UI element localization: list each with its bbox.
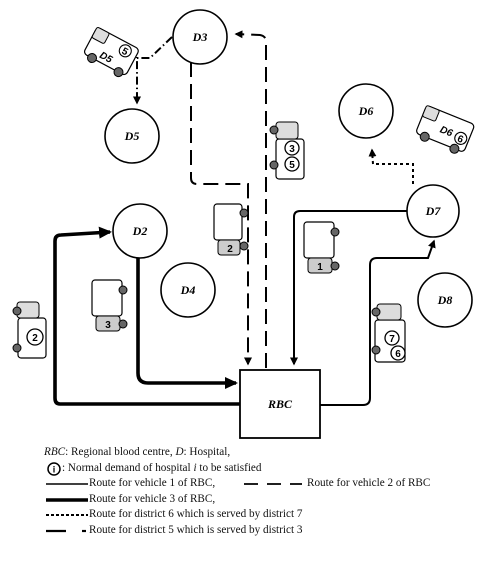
truck-3-label: 3: [105, 320, 111, 331]
truck-demand-3-label: 3: [289, 144, 295, 155]
legend-route-4: Route for district 6 which is served by …: [89, 507, 302, 523]
route-district-5: [137, 37, 172, 103]
truck-demand-7-label: 7: [389, 334, 395, 345]
legend-long-dash-icon: [244, 480, 302, 488]
legend-demand-text-2: to be satisfied: [197, 462, 262, 474]
legend-route-3: Route for vehicle 3 of RBC,: [89, 492, 215, 508]
legend-route-5-row: Route for district 5 which is served by …: [44, 523, 494, 539]
truck-1-label: 1: [317, 262, 323, 273]
node-d6: D6: [339, 84, 393, 138]
demand-circle-letter: i: [53, 464, 56, 474]
truck-demand-6-label: 6: [395, 349, 401, 360]
distribution-network-diagram: D3 D5 D6 D7 D2 D4 D8 RBC 2: [0, 0, 499, 445]
node-d4: D4: [161, 263, 215, 317]
legend-rbc-abbr: RBC: [44, 446, 65, 458]
route-vehicle-3: [55, 232, 240, 404]
legend-route-5: Route for district 5 which is served by …: [89, 523, 302, 539]
legend-route-4-row: Route for district 6 which is served by …: [44, 507, 494, 523]
legend-short-dash-icon: [46, 511, 88, 519]
truck-2-icon: 2: [214, 204, 248, 255]
node-rbc: RBC: [240, 370, 320, 438]
van-d6-icon: D6 6: [414, 105, 475, 156]
legend-rbc-def: : Regional blood centre,: [65, 446, 175, 458]
truck-1-icon: 1: [304, 222, 339, 273]
legend-dash-dot-icon: [46, 527, 88, 535]
truck-demand-2-label: 2: [32, 333, 38, 344]
truck-demand-2-icon: 2: [13, 302, 46, 358]
route-district-6: [372, 150, 413, 184]
node-d2: D2: [113, 204, 167, 258]
truck-3-icon: 3: [92, 280, 127, 331]
node-d2-label: D2: [132, 224, 148, 238]
route-vehicle-2-up: [236, 34, 266, 368]
legend-demand-text-1: : Normal demand of hospital: [62, 462, 193, 474]
truck-demand-5-label: 5: [289, 160, 295, 171]
truck-2-label: 2: [227, 244, 233, 255]
node-d5-label: D5: [124, 129, 140, 143]
node-d8: D8: [418, 273, 472, 327]
legend-d-def: : Hospital,: [184, 446, 231, 458]
legend-route-3-row: Route for vehicle 3 of RBC,: [44, 492, 494, 508]
node-d5: D5: [105, 109, 159, 163]
legend: RBC: Regional blood centre, D: Hospital,…: [44, 445, 494, 539]
legend-route-1: Route for vehicle 1 of RBC,: [89, 476, 215, 492]
legend-demand-row: i : Normal demand of hospital i to be sa…: [44, 461, 494, 477]
demand-circle-icon: i: [46, 462, 62, 476]
legend-route-1-2: Route for vehicle 1 of RBC, Route for ve…: [44, 476, 494, 492]
node-d3: D3: [173, 10, 227, 64]
node-d7: D7: [407, 185, 459, 237]
node-d3-label: D3: [192, 30, 208, 44]
truck-demand-3-5-icon: 3 5: [270, 122, 304, 179]
node-d4-label: D4: [180, 283, 196, 297]
legend-thick-line-icon: [46, 496, 88, 504]
legend-d-abbr: D: [175, 446, 183, 458]
node-d7-label: D7: [425, 204, 442, 218]
legend-route-2: Route for vehicle 2 of RBC: [307, 476, 430, 492]
node-d6-label: D6: [358, 104, 374, 118]
node-rbc-label: RBC: [267, 397, 293, 411]
legend-solid-line-icon: [46, 480, 88, 488]
van-d5-icon: 5 D5: [81, 27, 140, 80]
truck-demand-7-6-icon: 7 6: [372, 304, 405, 362]
node-d8-label: D8: [437, 293, 453, 307]
legend-definitions: RBC: Regional blood centre, D: Hospital,: [44, 445, 494, 461]
